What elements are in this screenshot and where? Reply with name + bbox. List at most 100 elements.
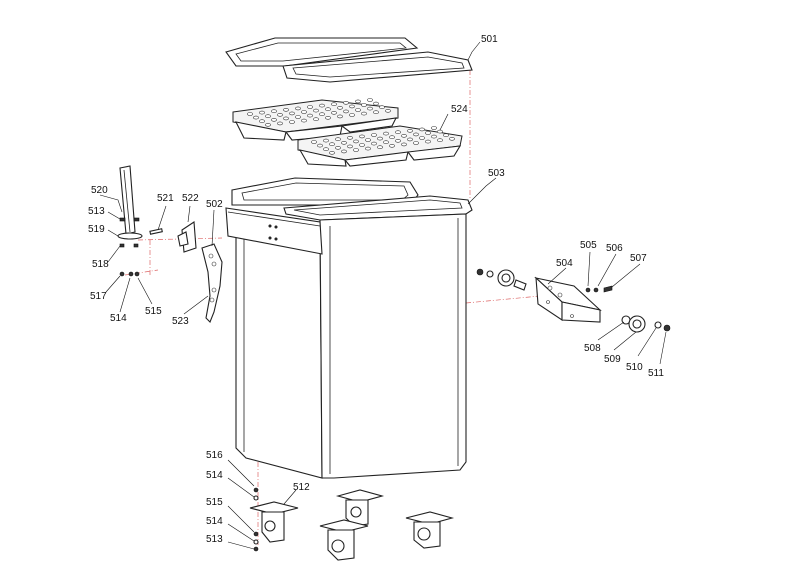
hinge-bracket-part: [177, 221, 197, 253]
grate-hole: [359, 143, 365, 147]
label-512: 512: [293, 482, 310, 493]
grate-hole: [247, 112, 253, 116]
grate-hole: [355, 99, 361, 104]
grate-hole: [419, 136, 425, 140]
grate-hole: [379, 105, 385, 109]
grate-hole: [331, 111, 337, 115]
grate-hole: [377, 136, 383, 141]
grate-hole: [401, 142, 407, 147]
grate-hole: [389, 135, 395, 139]
grate-hole: [425, 131, 431, 135]
grate-hole: [289, 120, 295, 124]
label-514-bottom: 514: [206, 516, 223, 527]
grate-hole: [325, 116, 331, 120]
grate-hole: [295, 106, 301, 111]
grate-hole: [259, 119, 265, 123]
label-518: 518: [92, 259, 109, 270]
label-507: 507: [630, 253, 647, 264]
label-510: 510: [626, 362, 643, 373]
grate-hole: [371, 141, 377, 146]
grate-hole: [431, 126, 437, 130]
grate-hole: [337, 106, 343, 110]
label-511: 511: [648, 368, 664, 379]
label-516: 516: [206, 450, 223, 461]
grate-hole: [289, 111, 295, 116]
grate-hole: [335, 146, 341, 150]
caster-front-center: [319, 519, 369, 561]
grate-hole: [307, 113, 313, 118]
grate-hole: [335, 137, 341, 141]
label-524: 524: [451, 104, 468, 115]
part-labels: 501 524 503 520 513 519 518 517 514 515 …: [88, 34, 664, 545]
grate-hole: [301, 110, 307, 114]
wheel-bracket-part: [534, 276, 602, 323]
grate-hole: [265, 114, 271, 118]
grate-hole: [353, 148, 359, 152]
grate-hole: [383, 131, 389, 136]
grate-hole: [349, 104, 355, 109]
grate-hole: [389, 144, 395, 148]
grate-hole: [353, 139, 359, 144]
label-501: 501: [481, 34, 498, 45]
label-515-left: 515: [145, 306, 162, 317]
top-rim-frame-part: [225, 37, 473, 83]
grate-hole: [323, 147, 329, 151]
label-521: 521: [157, 193, 174, 204]
grate-hole: [271, 109, 277, 113]
grate-holes: [247, 98, 455, 155]
label-502: 502: [206, 199, 223, 210]
grate-hole: [443, 133, 449, 137]
grate-hole: [325, 107, 331, 111]
grate-hole: [407, 137, 413, 142]
grate-hole: [413, 132, 419, 137]
label-504: 504: [556, 258, 573, 269]
grate-hole: [431, 134, 437, 139]
grate-hole: [367, 106, 373, 111]
grate-hole: [373, 110, 379, 114]
label-505: 505: [580, 240, 597, 251]
axle-hardware-right: [585, 285, 671, 333]
grate-hole: [341, 149, 347, 154]
label-513-left: 513: [88, 206, 105, 217]
label-520: 520: [91, 185, 108, 196]
label-503: 503: [488, 168, 505, 179]
grate-hole: [317, 143, 323, 148]
grate-hole: [283, 108, 289, 112]
grate-hole: [437, 138, 443, 142]
grate-hole: [365, 138, 371, 142]
grate-hole: [361, 111, 367, 116]
grate-hole: [313, 117, 319, 121]
grate-hole: [347, 144, 353, 149]
axle-hardware-left: [476, 268, 527, 291]
grate-hole: [259, 110, 265, 115]
grate-hole: [277, 113, 283, 117]
grate-hole: [385, 109, 391, 113]
grate-hole: [277, 121, 283, 126]
grate-hole: [319, 112, 325, 116]
grate-hole: [329, 151, 335, 155]
grate-hole: [311, 140, 317, 144]
grate-hole: [253, 115, 259, 120]
grate-hole: [341, 141, 347, 145]
grate-tray-part: [232, 99, 463, 167]
label-514-mid: 514: [206, 470, 223, 481]
grate-hole: [343, 109, 349, 114]
grate-hole: [413, 141, 419, 145]
grate-hole: [367, 98, 373, 102]
grate-hole: [265, 123, 271, 127]
grate-hole: [425, 139, 431, 144]
grate-hole: [283, 116, 289, 121]
grate-hole: [449, 137, 455, 141]
grate-hole: [407, 129, 413, 133]
label-515-bottom: 515: [206, 497, 223, 508]
grate-hole: [337, 114, 343, 119]
label-513-bottom: 513: [206, 534, 223, 545]
label-519: 519: [88, 224, 105, 235]
grate-hole: [359, 134, 365, 139]
grate-hole: [365, 146, 371, 151]
label-523: 523: [172, 316, 189, 327]
grate-hole: [373, 101, 379, 106]
grate-hole: [295, 115, 301, 119]
handle-small-parts: [117, 217, 163, 277]
